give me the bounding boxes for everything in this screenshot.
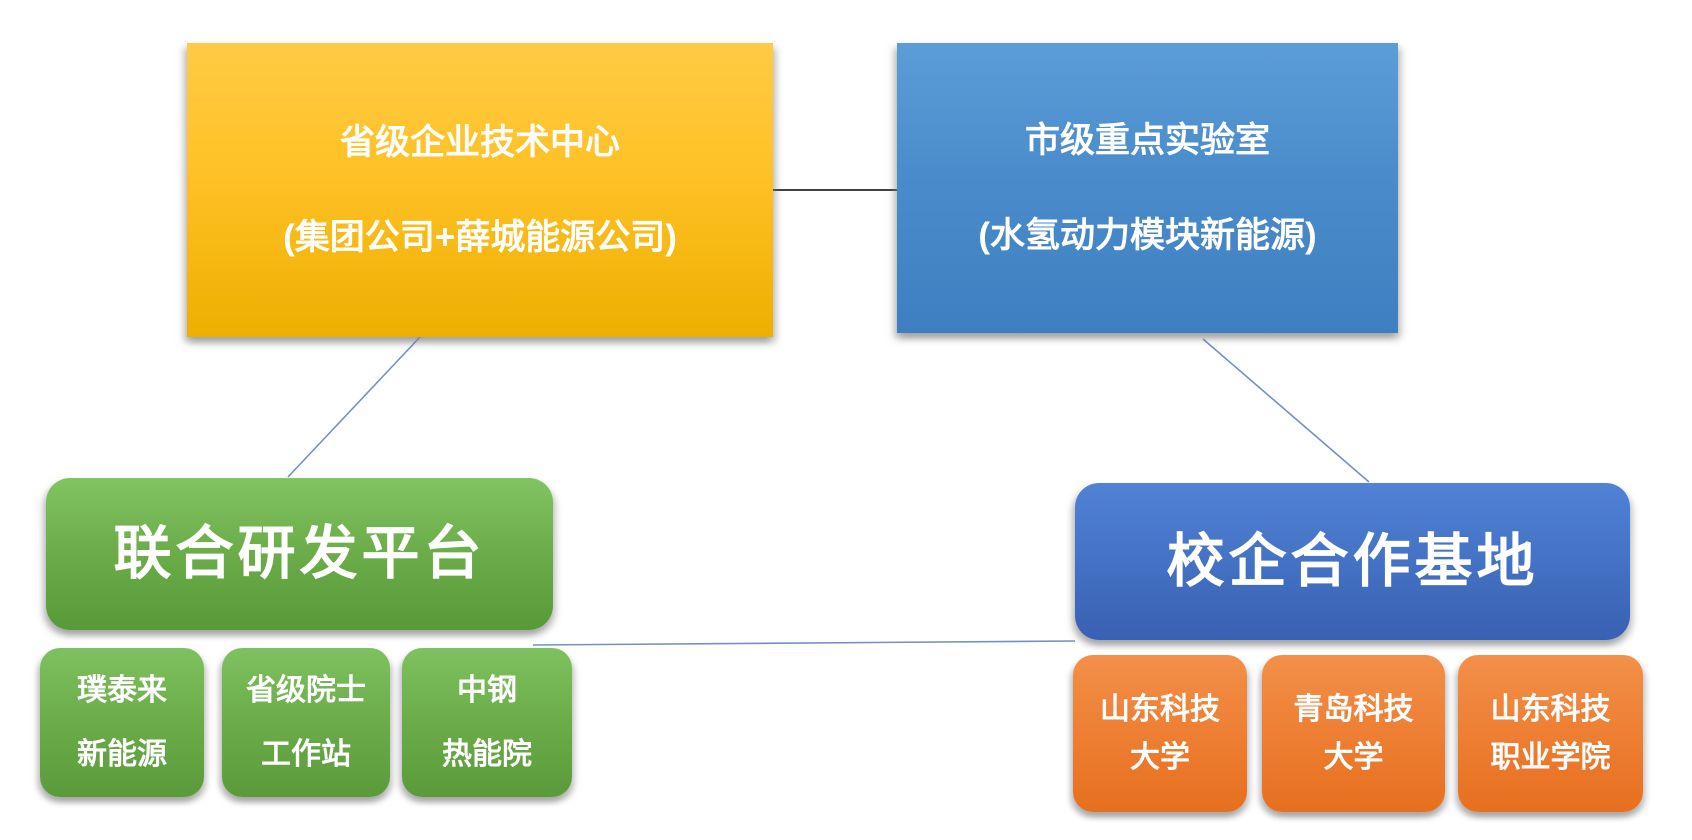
- partner-school-line1: 山东科技: [1490, 692, 1611, 726]
- rd-partner-line1: 中钢: [457, 673, 517, 707]
- node-school-sdust: 山东科技 大学: [1073, 655, 1247, 812]
- connector-center-to-platform: [287, 336, 421, 478]
- node-rd-partner-academician-station: 省级院士 工作站: [222, 648, 390, 797]
- connector-platform-to-base: [532, 640, 1076, 646]
- partner-school-line2: 大学: [1130, 740, 1190, 774]
- node-school-enterprise-base: 校企合作基地: [1075, 483, 1630, 640]
- provincial-tech-center-subtitle: (集团公司+薛城能源公司): [283, 218, 677, 257]
- rd-partner-line2: 工作站: [261, 737, 351, 771]
- partner-school-line1: 青岛科技: [1293, 692, 1414, 726]
- partner-school-line2: 职业学院: [1490, 740, 1611, 774]
- municipal-key-lab-title: 市级重点实验室: [1024, 121, 1270, 160]
- node-provincial-tech-center: 省级企业技术中心 (集团公司+薛城能源公司): [187, 43, 773, 337]
- node-municipal-key-lab: 市级重点实验室 (水氢动力模块新能源): [897, 43, 1398, 333]
- node-school-qust: 青岛科技 大学: [1262, 655, 1445, 812]
- node-joint-rd-platform: 联合研发平台: [46, 478, 553, 630]
- partner-school-line1: 山东科技: [1100, 692, 1220, 726]
- node-rd-partner-sinosteel: 中钢 热能院: [402, 648, 572, 797]
- node-school-sd-vocational: 山东科技 职业学院: [1458, 655, 1643, 812]
- municipal-key-lab-subtitle: (水氢动力模块新能源): [978, 216, 1317, 255]
- rd-partner-line2: 热能院: [442, 737, 532, 771]
- rd-partner-line1: 璞泰来: [77, 673, 167, 707]
- node-rd-partner-putailai: 璞泰来 新能源: [40, 648, 204, 797]
- joint-rd-platform-label: 联合研发平台: [113, 521, 486, 587]
- school-enterprise-base-label: 校企合作基地: [1166, 528, 1539, 594]
- rd-partner-line1: 省级院士: [246, 673, 366, 707]
- partner-school-line2: 大学: [1323, 740, 1384, 774]
- connector-lab-to-base: [1202, 338, 1370, 483]
- provincial-tech-center-title: 省级企业技术中心: [339, 123, 620, 162]
- rd-partner-line2: 新能源: [77, 737, 167, 771]
